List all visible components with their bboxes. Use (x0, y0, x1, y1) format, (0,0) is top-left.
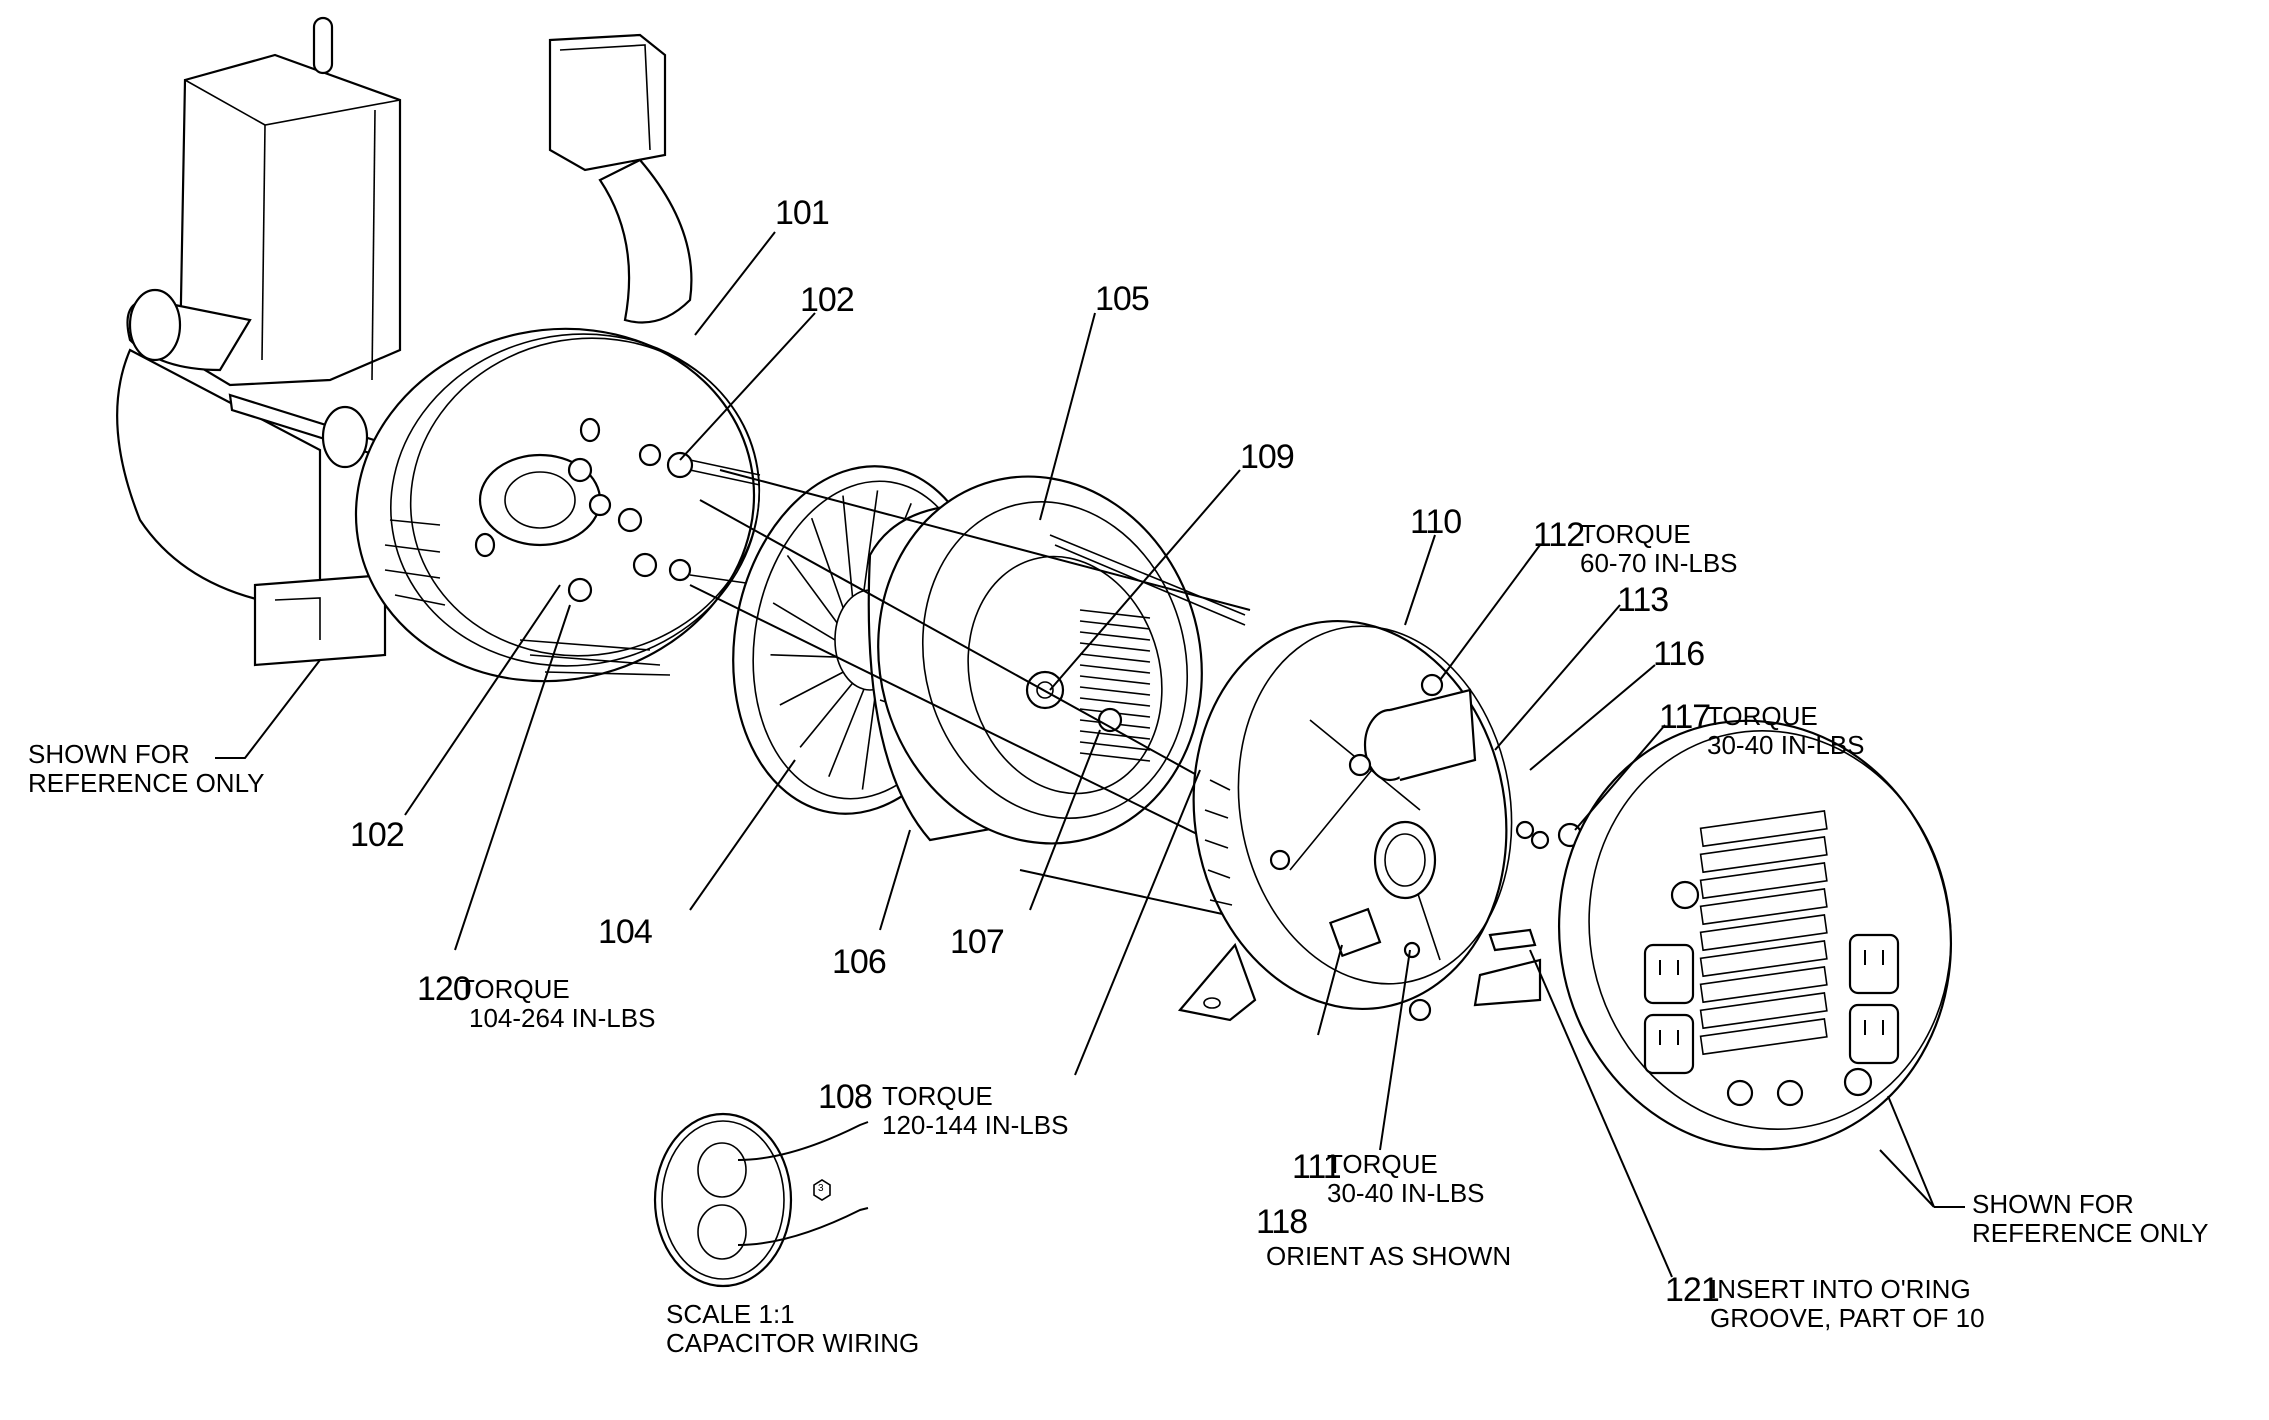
fan-blade (861, 689, 877, 790)
fan-blade (799, 682, 854, 748)
callout-109: 109 (1240, 438, 1295, 476)
outlet-right-upper (1848, 933, 1900, 995)
part-101-rear-housing (354, 327, 761, 683)
part-111-screw (1403, 941, 1421, 959)
callout-111-note: TORQUE 30-40 IN-LBS (1327, 1149, 1485, 1208)
stator-slot (1079, 631, 1151, 641)
panel-louver (1699, 862, 1828, 900)
callout-118-note: ORIENT AS SHOWN (1266, 1241, 1512, 1271)
panel-button-1 (1726, 1079, 1754, 1107)
panel-louver (1699, 940, 1828, 978)
callout-112-note: TORQUE 60-70 IN-LBS (1580, 519, 1738, 578)
callout-116: 116 (1653, 635, 1705, 673)
engine-dipstick (312, 16, 334, 75)
stator-slot (1079, 730, 1151, 740)
callout-117-note: TORQUE 30-40 IN-LBS (1707, 701, 1865, 760)
panel-louver (1699, 966, 1828, 1004)
fan-blade (772, 602, 836, 641)
callout-112: 112 (1533, 516, 1585, 554)
leader-lines (215, 231, 1965, 1278)
callout-120-note: TORQUE 104-264 IN-LBS (459, 974, 656, 1033)
panel-button-2 (1776, 1079, 1804, 1107)
part-116-screw (1515, 820, 1535, 840)
callout-121-note: INSERT INTO O'RING GROOVE, PART OF 10 (1710, 1274, 1985, 1333)
callout-102-upper: 102 (800, 281, 855, 319)
stator-slot (1079, 642, 1151, 652)
panel-terminal (1843, 1067, 1873, 1097)
fan-blade (786, 554, 838, 624)
part-105-rotor-housing (877, 475, 1246, 845)
callout-118: 118 (1256, 1203, 1308, 1241)
engine-reference (116, 16, 693, 667)
fan-blade (810, 517, 844, 609)
breaker-button (1670, 880, 1700, 910)
part-102-upper-fastener (666, 451, 694, 479)
capacitor-detail-caption: SCALE 1:1 CAPACITOR WIRING (666, 1299, 920, 1358)
callout-101: 101 (775, 194, 830, 232)
fan-blade (863, 490, 879, 591)
wire-number-marker-text: 3 (818, 1183, 824, 1194)
outlet-right-lower (1848, 1003, 1900, 1065)
part-121-oring-insert (1488, 928, 1537, 952)
part-112-fastener (1420, 673, 1444, 697)
callout-121: 121 (1665, 1271, 1720, 1309)
panel-reference-note: SHOWN FOR REFERENCE ONLY (1972, 1189, 2209, 1248)
stator-slot (1079, 653, 1151, 663)
callout-105: 105 (1095, 280, 1150, 318)
fan-blade (770, 654, 838, 658)
part-102-lower-fastener (567, 577, 593, 603)
panel-louver (1699, 810, 1828, 848)
fan-blade (828, 688, 865, 777)
callout-107: 107 (950, 923, 1005, 961)
panel-louver (1699, 836, 1828, 874)
part-118-terminal-block (1328, 907, 1382, 958)
fan-blade (842, 495, 854, 597)
stator-slot (1079, 675, 1151, 685)
stator-slot (1079, 697, 1151, 707)
callout-106: 106 (832, 943, 887, 981)
outlet-left-lower (1643, 1013, 1695, 1075)
callout-102-lower: 102 (350, 816, 405, 854)
panel-louver (1699, 1018, 1828, 1056)
through-bolts (689, 469, 1261, 921)
stator-slot (1079, 686, 1151, 696)
callout-113: 113 (1617, 581, 1669, 619)
stator-slot (1079, 752, 1151, 762)
capacitor-wiring-detail (653, 1112, 869, 1288)
stator-slot (1079, 664, 1151, 674)
callout-110: 110 (1410, 503, 1462, 541)
panel-louver (1699, 888, 1828, 926)
callout-120: 120 (417, 970, 472, 1008)
callout-111: 111 (1292, 1148, 1342, 1186)
callout-104: 104 (598, 913, 653, 951)
fan-blade (779, 671, 844, 706)
part-110-end-bell (1177, 619, 1583, 1022)
callout-108-note: TORQUE 120-144 IN-LBS (882, 1081, 1069, 1140)
stator-slot (1079, 741, 1151, 751)
outlet-left-upper (1643, 943, 1695, 1005)
wire-number-marker (813, 1179, 831, 1201)
control-panel-reference (1557, 719, 1953, 1151)
engine-reference-note: SHOWN FOR REFERENCE ONLY (28, 739, 265, 798)
panel-louver (1699, 992, 1828, 1030)
stator-slot (1079, 620, 1151, 630)
callout-108: 108 (818, 1078, 873, 1116)
panel-louver (1699, 914, 1828, 952)
callout-117: 117 (1659, 698, 1711, 736)
